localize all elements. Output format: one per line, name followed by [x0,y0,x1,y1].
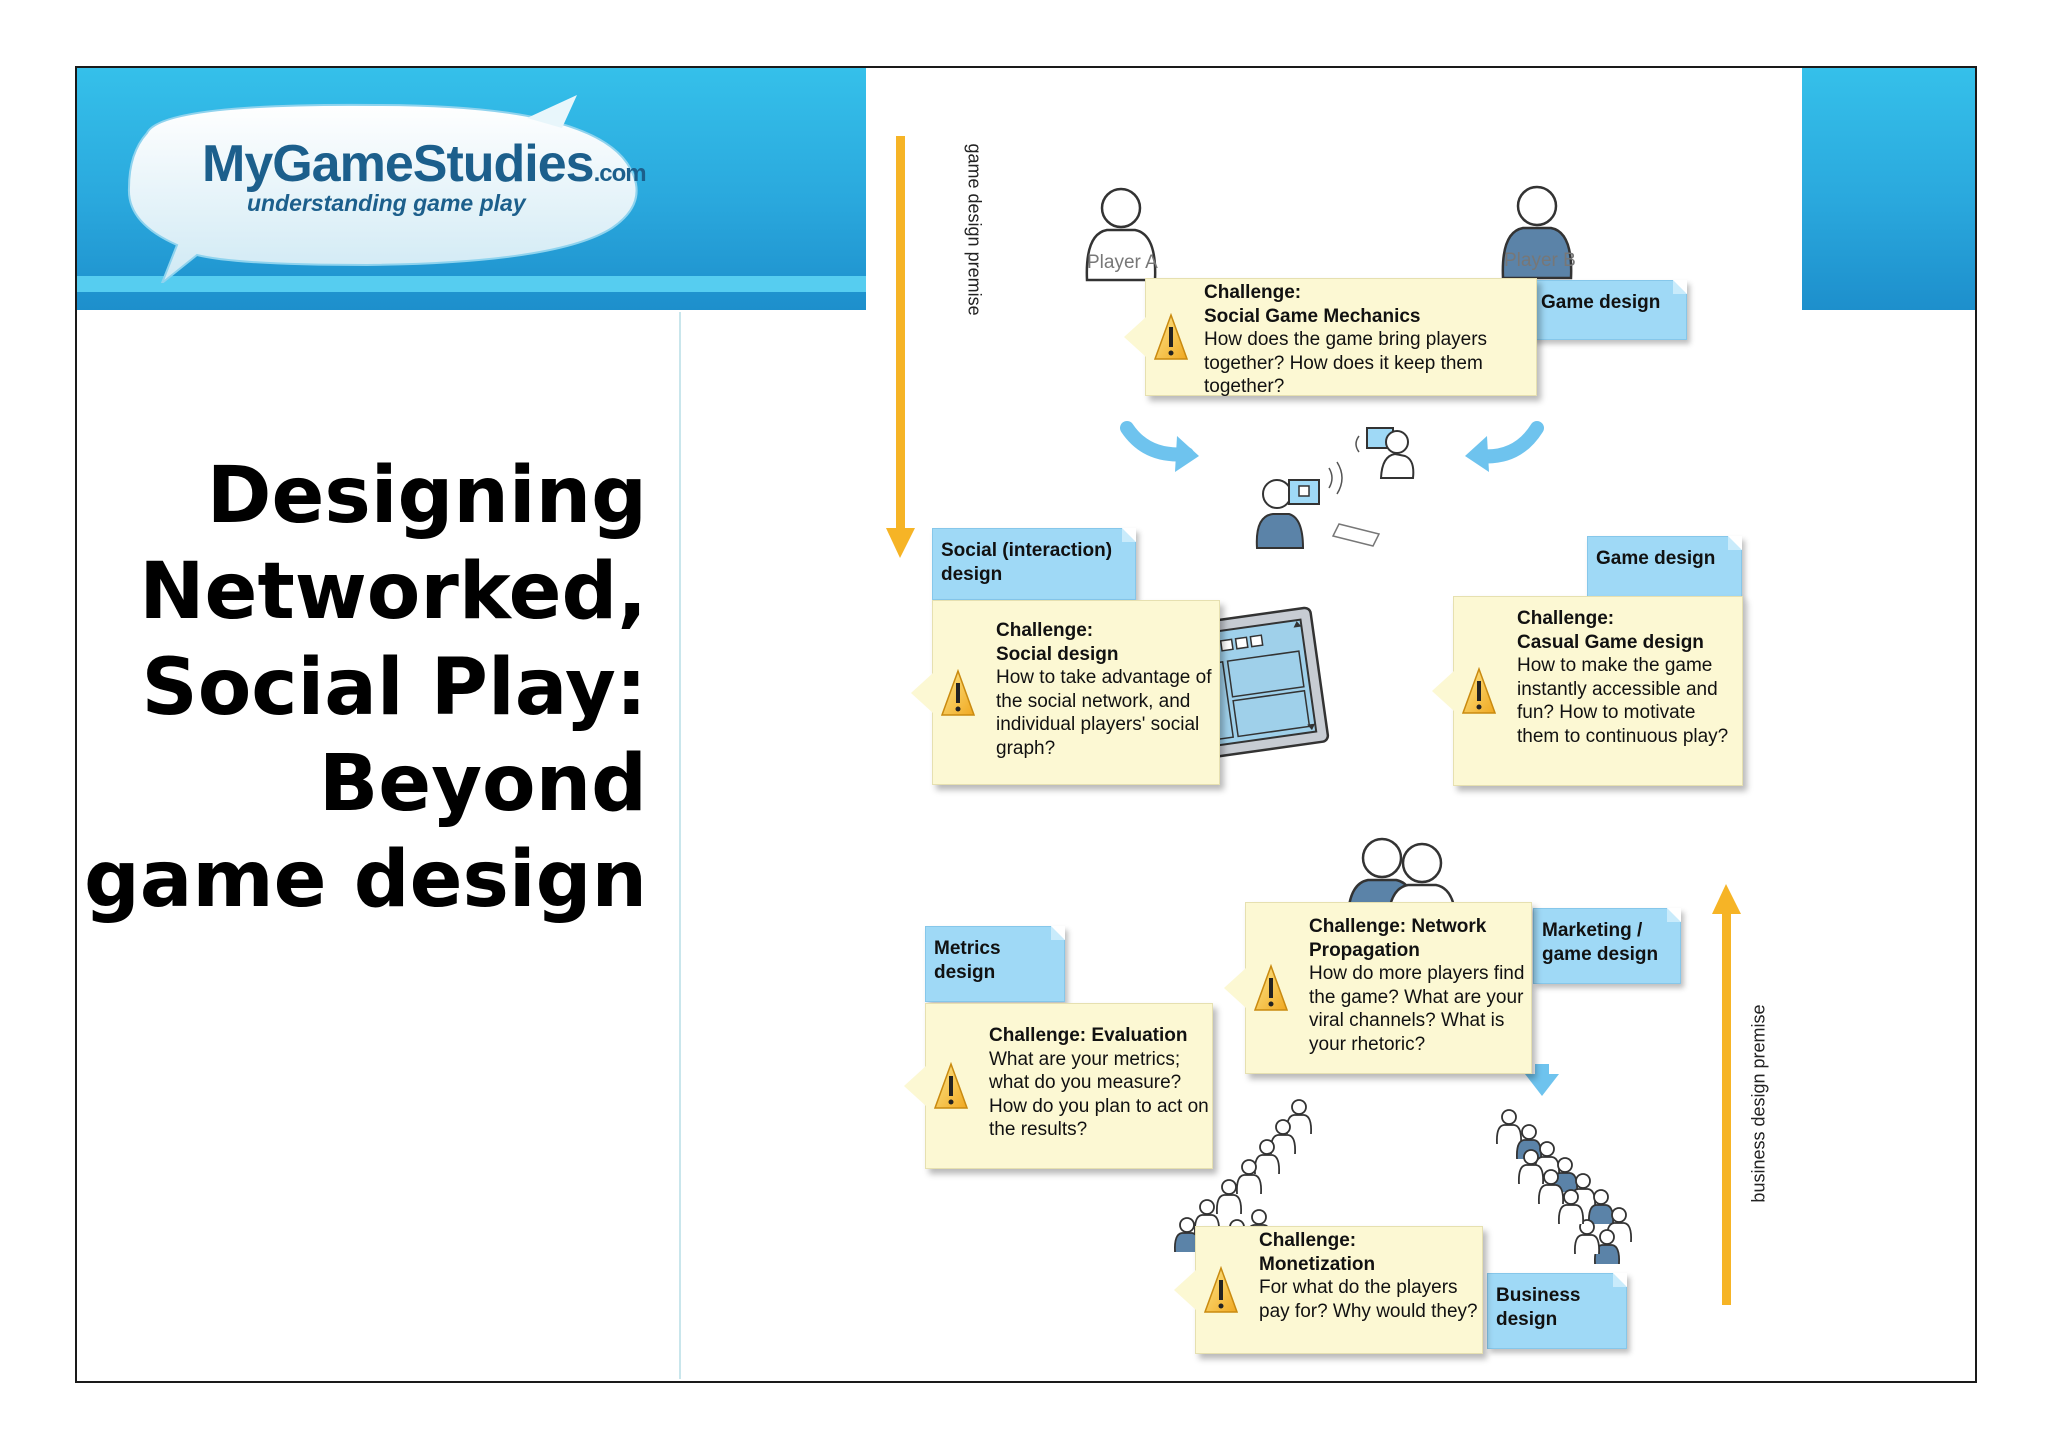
tag-social-interaction-design: Social (interaction) design [932,528,1136,600]
title-line: Beyond [318,739,647,829]
card-text: For what do the players pay for? Why wou… [1259,1277,1478,1322]
challenge-card-social-design: Challenge: Social design How to take adv… [911,600,1220,785]
card-heading: Challenge: Social design [996,620,1119,665]
card-text: How to make the game instantly accessibl… [1517,655,1729,747]
card-heading: Challenge: Monetization [1259,1230,1376,1275]
game-design-premise-arrow [886,136,915,558]
game-design-premise-label: game design premise [964,143,985,316]
card-text: How does the game bring players together… [1204,329,1488,397]
logo-tagline: understanding game play [247,190,526,216]
tag-game-design-mid: Game design [1587,536,1742,598]
title-line: game design [83,835,647,925]
header-banner-right [1802,68,1975,310]
card-heading: Challenge: Casual Game design [1517,608,1704,653]
challenge-card-casual-game-design: Challenge: Casual Game design How to mak… [1432,596,1743,786]
warning-icon [1462,667,1496,714]
challenge-card-evaluation: Challenge: Evaluation What are your metr… [904,1003,1213,1169]
player-b-label: Player B [1504,250,1576,271]
challenge-card-monetization: Challenge: Monetization For what do the … [1174,1226,1483,1354]
propagation-arrow [1525,1074,1559,1096]
title-line: Designing [206,451,647,541]
logo-bubble [127,95,638,283]
tag-metrics-design: Metrics design [925,926,1065,1002]
challenge-card-social-game-mechanics: Challenge: Social Game Mechanics How doe… [1124,278,1537,397]
tag-game-design-top: Game design [1532,280,1687,340]
card-heading: Challenge: Network Propagation [1309,916,1487,961]
tag-business-design: Business design [1487,1273,1627,1349]
title-line: Social Play: [141,643,647,733]
player-a-label: Player A [1087,252,1158,273]
tag-marketing-game-design: Marketing / game design [1533,908,1681,984]
warning-icon [941,668,975,716]
card-text: How to take advantage of the social netw… [996,667,1212,759]
business-design-premise-arrow [1712,884,1741,1305]
warning-icon [1254,964,1288,1011]
card-heading: Challenge: Evaluation [989,1025,1188,1046]
warning-icon [1204,1266,1238,1313]
networked-players-icon [1255,427,1415,549]
challenge-card-network-propagation: Challenge: Network Propagation How do mo… [1224,902,1532,1074]
card-text: How do more players find the game? What … [1309,963,1525,1055]
banner-stripe [77,276,866,292]
header-banner: MyGameStudies.com understanding game pla… [77,68,866,310]
warning-icon [934,1062,968,1109]
logo-wordmark: MyGameStudies.com [202,135,647,193]
business-design-premise-label: business design premise [1748,1004,1769,1203]
crowd-right [1495,1109,1633,1265]
column-divider [679,312,681,1379]
slide-title: Designing Networked, Social Play: Beyond… [84,448,647,928]
title-line: Networked, [139,547,647,637]
card-heading: Challenge: Social Game Mechanics [1204,282,1421,327]
slide: MyGameStudies.com understanding game pla… [75,66,1977,1383]
card-text: What are your metrics; what do you measu… [989,1048,1209,1141]
warning-icon [1154,313,1188,360]
